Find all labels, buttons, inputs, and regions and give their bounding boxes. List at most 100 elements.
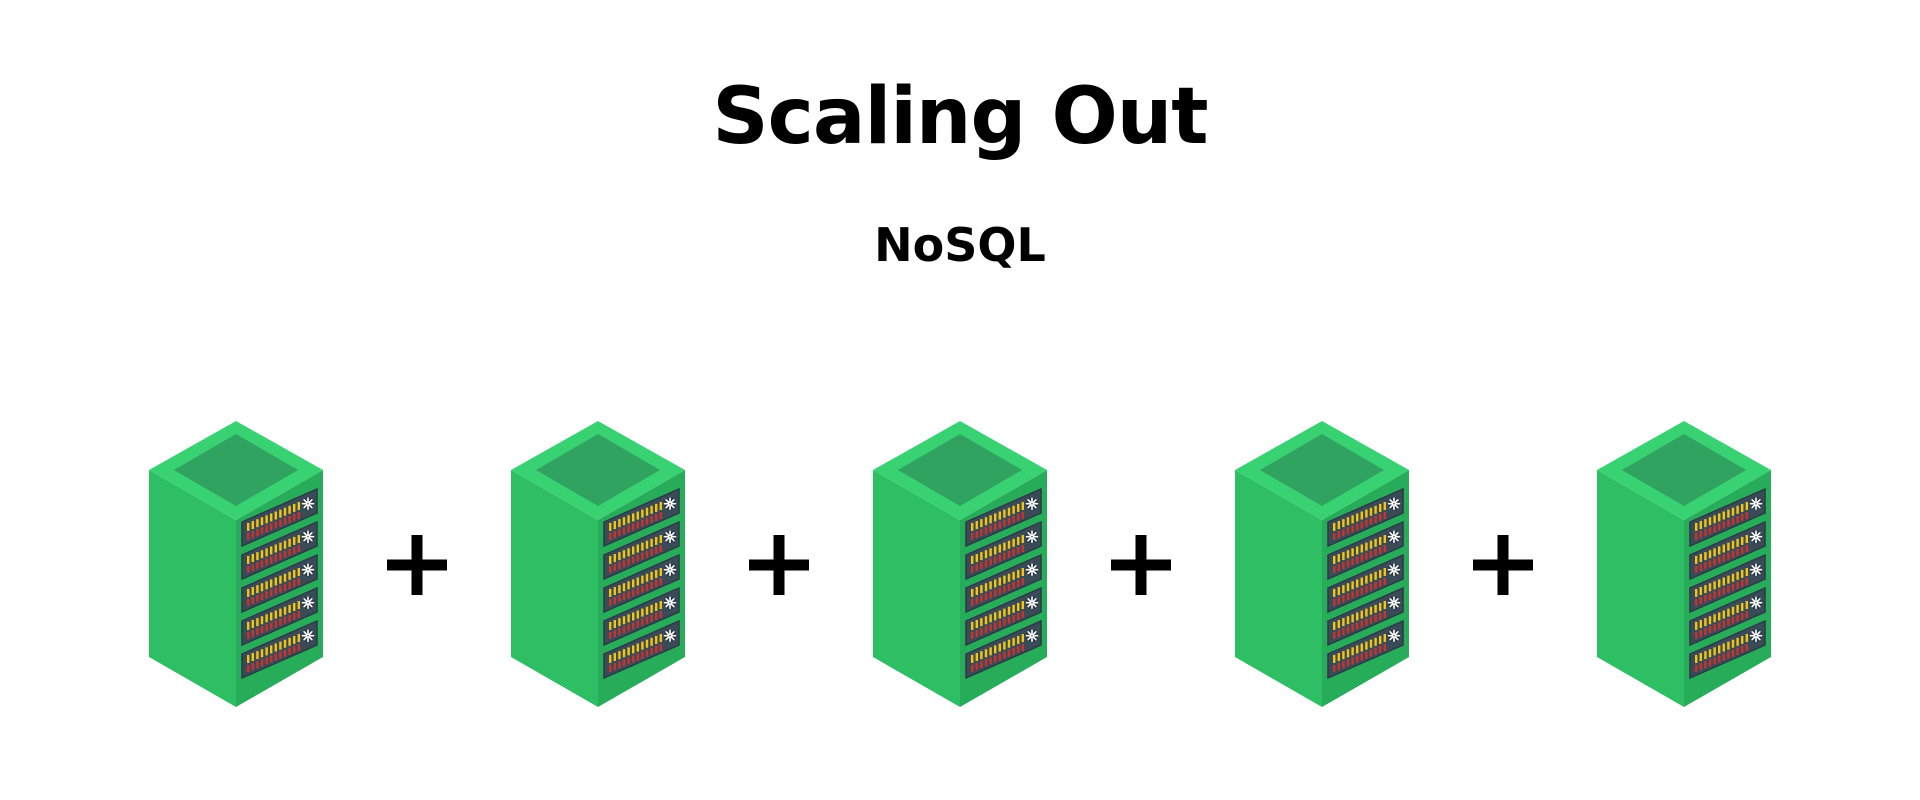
status-led (1745, 611, 1748, 619)
status-led (270, 645, 273, 654)
status-led (1356, 655, 1359, 663)
status-led (609, 654, 612, 663)
status-led (971, 654, 974, 663)
status-led (650, 604, 653, 613)
status-led (659, 568, 662, 577)
status-led (1356, 645, 1359, 654)
status-led (251, 663, 254, 671)
status-led (1379, 579, 1382, 587)
status-led (1374, 538, 1377, 547)
status-led (1379, 569, 1382, 578)
status-led (636, 643, 639, 652)
status-led (645, 507, 649, 516)
status-led (297, 634, 300, 643)
status-led (659, 545, 662, 553)
status-led (632, 612, 635, 621)
status-led (1731, 573, 1735, 582)
status-led (1741, 579, 1744, 587)
status-led (618, 585, 621, 594)
status-led (1356, 523, 1359, 531)
status-led (283, 540, 287, 549)
status-led (1699, 531, 1702, 539)
status-led (1003, 542, 1006, 551)
status-led (971, 664, 974, 672)
status-led (297, 545, 300, 553)
status-led (1351, 558, 1354, 566)
status-led (1360, 620, 1363, 628)
status-led (1017, 579, 1020, 587)
status-led (1383, 502, 1386, 511)
status-led (1021, 601, 1024, 610)
fan-icon (1025, 530, 1039, 544)
status-led (1383, 578, 1386, 586)
status-led (270, 589, 273, 597)
status-led (1695, 598, 1698, 606)
status-led (989, 657, 992, 665)
status-led (1374, 614, 1377, 622)
status-led (297, 502, 300, 511)
fan-icon (1387, 629, 1401, 643)
status-led (1007, 606, 1011, 615)
status-led (655, 569, 658, 578)
status-led (998, 577, 1001, 586)
status-led (1713, 581, 1716, 590)
status-led (632, 579, 635, 588)
status-led (641, 519, 644, 527)
status-led (1351, 624, 1354, 632)
status-led (256, 585, 259, 594)
status-led (1337, 564, 1340, 572)
status-led (1713, 657, 1716, 665)
status-led (650, 548, 653, 556)
status-led (994, 655, 997, 663)
status-led (1333, 555, 1336, 564)
status-led (1704, 618, 1707, 627)
status-led (1365, 552, 1368, 560)
status-led (975, 653, 978, 662)
fan-icon (1749, 563, 1763, 577)
status-led (1383, 601, 1386, 610)
status-led (1736, 604, 1739, 613)
status-led (1745, 578, 1748, 586)
status-led (1369, 606, 1373, 615)
status-led (1731, 649, 1735, 657)
status-led (1741, 546, 1744, 554)
status-led (975, 630, 978, 638)
status-led (265, 647, 268, 656)
status-led (650, 571, 653, 580)
fan-icon (301, 497, 315, 511)
status-led (1356, 546, 1359, 555)
status-led (1007, 649, 1011, 657)
status-led (297, 535, 300, 544)
status-led (1722, 620, 1725, 628)
status-led (1736, 505, 1739, 514)
status-led (980, 562, 983, 570)
status-led (274, 521, 277, 529)
status-led (1736, 614, 1739, 622)
status-led (1003, 509, 1006, 518)
status-led (1699, 620, 1702, 629)
status-led (1007, 540, 1011, 549)
status-led (297, 611, 300, 619)
server-front-face (873, 470, 960, 707)
status-led (1699, 653, 1702, 662)
status-led (1741, 602, 1744, 611)
status-led (994, 513, 997, 522)
status-led (1369, 517, 1373, 525)
status-led (1342, 628, 1345, 636)
status-led (980, 585, 983, 594)
status-led (1699, 663, 1702, 671)
status-led (655, 546, 658, 554)
status-led (645, 573, 649, 582)
status-led (980, 618, 983, 627)
status-led (279, 608, 282, 617)
status-led (1383, 512, 1386, 520)
status-led (1365, 575, 1368, 584)
status-led (1337, 663, 1340, 671)
status-led (1012, 637, 1015, 646)
status-led (1021, 545, 1024, 553)
status-led (645, 540, 649, 549)
status-led (1342, 618, 1345, 627)
status-led (270, 546, 273, 555)
status-led (293, 635, 296, 644)
status-led (1012, 538, 1015, 547)
